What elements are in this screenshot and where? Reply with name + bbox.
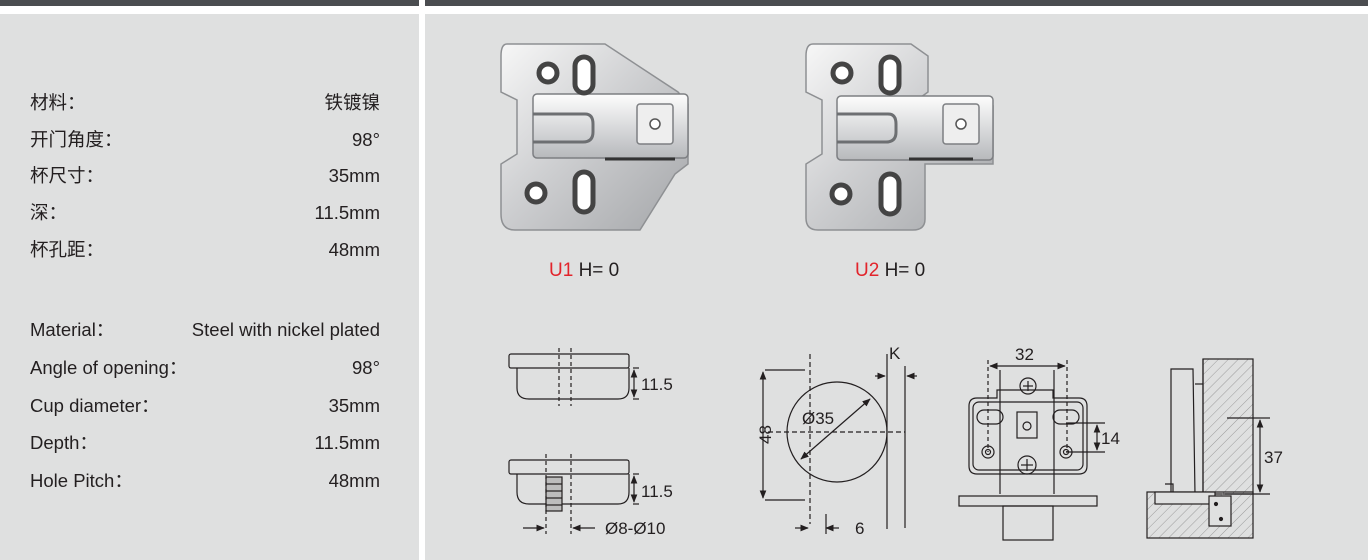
spec-value: 48mm bbox=[328, 239, 380, 260]
hole-pitch-label: 48 bbox=[756, 425, 775, 444]
spec-row-depth-cn: 深： 11.5mm bbox=[30, 200, 380, 226]
spec-row-pitch-cn: 杯孔距： 48mm bbox=[30, 237, 380, 263]
spec-value: 11.5mm bbox=[314, 202, 380, 223]
plate-u2-image bbox=[805, 43, 994, 231]
spec-value: 98° bbox=[352, 357, 380, 378]
spec-row-cup-cn: 杯尺寸： 35mm bbox=[30, 163, 380, 189]
spec-row-cup-en: Cup diameter： 35mm bbox=[30, 393, 380, 419]
spec-row-angle-cn: 开门角度： 98° bbox=[30, 127, 380, 153]
offset-label: 6 bbox=[855, 519, 864, 538]
plate-height: H= 0 bbox=[578, 260, 620, 281]
spec-value: 98° bbox=[352, 129, 380, 150]
spec-row-pitch-en: Hole Pitch： 48mm bbox=[30, 468, 380, 494]
spec-row-material-en: Material： Steel with nickel plated bbox=[30, 317, 380, 343]
cup-dia-label: Ø35 bbox=[802, 409, 834, 428]
spec-value: 35mm bbox=[328, 395, 380, 416]
spec-label: Cup diameter： bbox=[30, 395, 160, 416]
spec-label: 材料： bbox=[30, 92, 86, 113]
cup-profile-top bbox=[508, 348, 639, 406]
spec-label: Depth： bbox=[30, 432, 98, 453]
cup-profile-bottom bbox=[508, 454, 639, 534]
drawings-svg: 11.5 11.5 Ø8-Ø10 bbox=[500, 43, 1283, 541]
plate-code: U2 bbox=[855, 260, 880, 281]
spec-label: Angle of opening： bbox=[30, 357, 188, 378]
height-37-label: 37 bbox=[1264, 448, 1283, 467]
plate-width-label: 32 bbox=[1015, 345, 1034, 364]
plate-hole-label: 14 bbox=[1101, 429, 1120, 448]
spec-label: 深： bbox=[30, 202, 68, 223]
plate-u1-image bbox=[500, 43, 689, 231]
spec-label: Material： bbox=[30, 319, 115, 340]
depth-label-top: 11.5 bbox=[641, 375, 673, 394]
spec-row-angle-en: Angle of opening： 98° bbox=[30, 355, 380, 381]
dowel-dia-label: Ø8-Ø10 bbox=[605, 519, 665, 538]
top-bar-left bbox=[0, 0, 419, 6]
spec-panel: 材料： 铁镀镍 开门角度： 98° 杯尺寸： 35mm 深： 11.5mm 杯孔… bbox=[0, 14, 419, 560]
spec-row-material-cn: 材料： 铁镀镍 bbox=[30, 90, 380, 116]
plate-height: H= 0 bbox=[884, 260, 926, 281]
spec-label: 杯孔距： bbox=[30, 239, 105, 260]
spec-value: 35mm bbox=[328, 165, 380, 186]
plate-caption-u2: U2 H= 0 bbox=[855, 260, 925, 282]
depth-label-bottom: 11.5 bbox=[641, 482, 673, 501]
spec-value: 铁镀镍 bbox=[324, 92, 380, 113]
spec-label: 杯尺寸： bbox=[30, 165, 105, 186]
plate-front-view bbox=[958, 360, 1105, 541]
spec-value: 48mm bbox=[328, 470, 380, 491]
spec-value: Steel with nickel plated bbox=[191, 319, 380, 340]
drawing-panel: 11.5 11.5 Ø8-Ø10 bbox=[425, 14, 1368, 560]
spec-row-depth-en: Depth： 11.5mm bbox=[30, 430, 380, 456]
k-label: K bbox=[889, 344, 901, 363]
plate-code: U1 bbox=[549, 260, 574, 281]
spec-value: 11.5mm bbox=[314, 432, 380, 453]
spec-label: Hole Pitch： bbox=[30, 470, 133, 491]
side-section-view bbox=[1146, 358, 1270, 539]
cup-hole-diagram bbox=[759, 354, 917, 534]
spec-label: 开门角度： bbox=[30, 129, 123, 150]
plate-caption-u1: U1 H= 0 bbox=[549, 260, 619, 282]
top-bar-right bbox=[425, 0, 1368, 6]
